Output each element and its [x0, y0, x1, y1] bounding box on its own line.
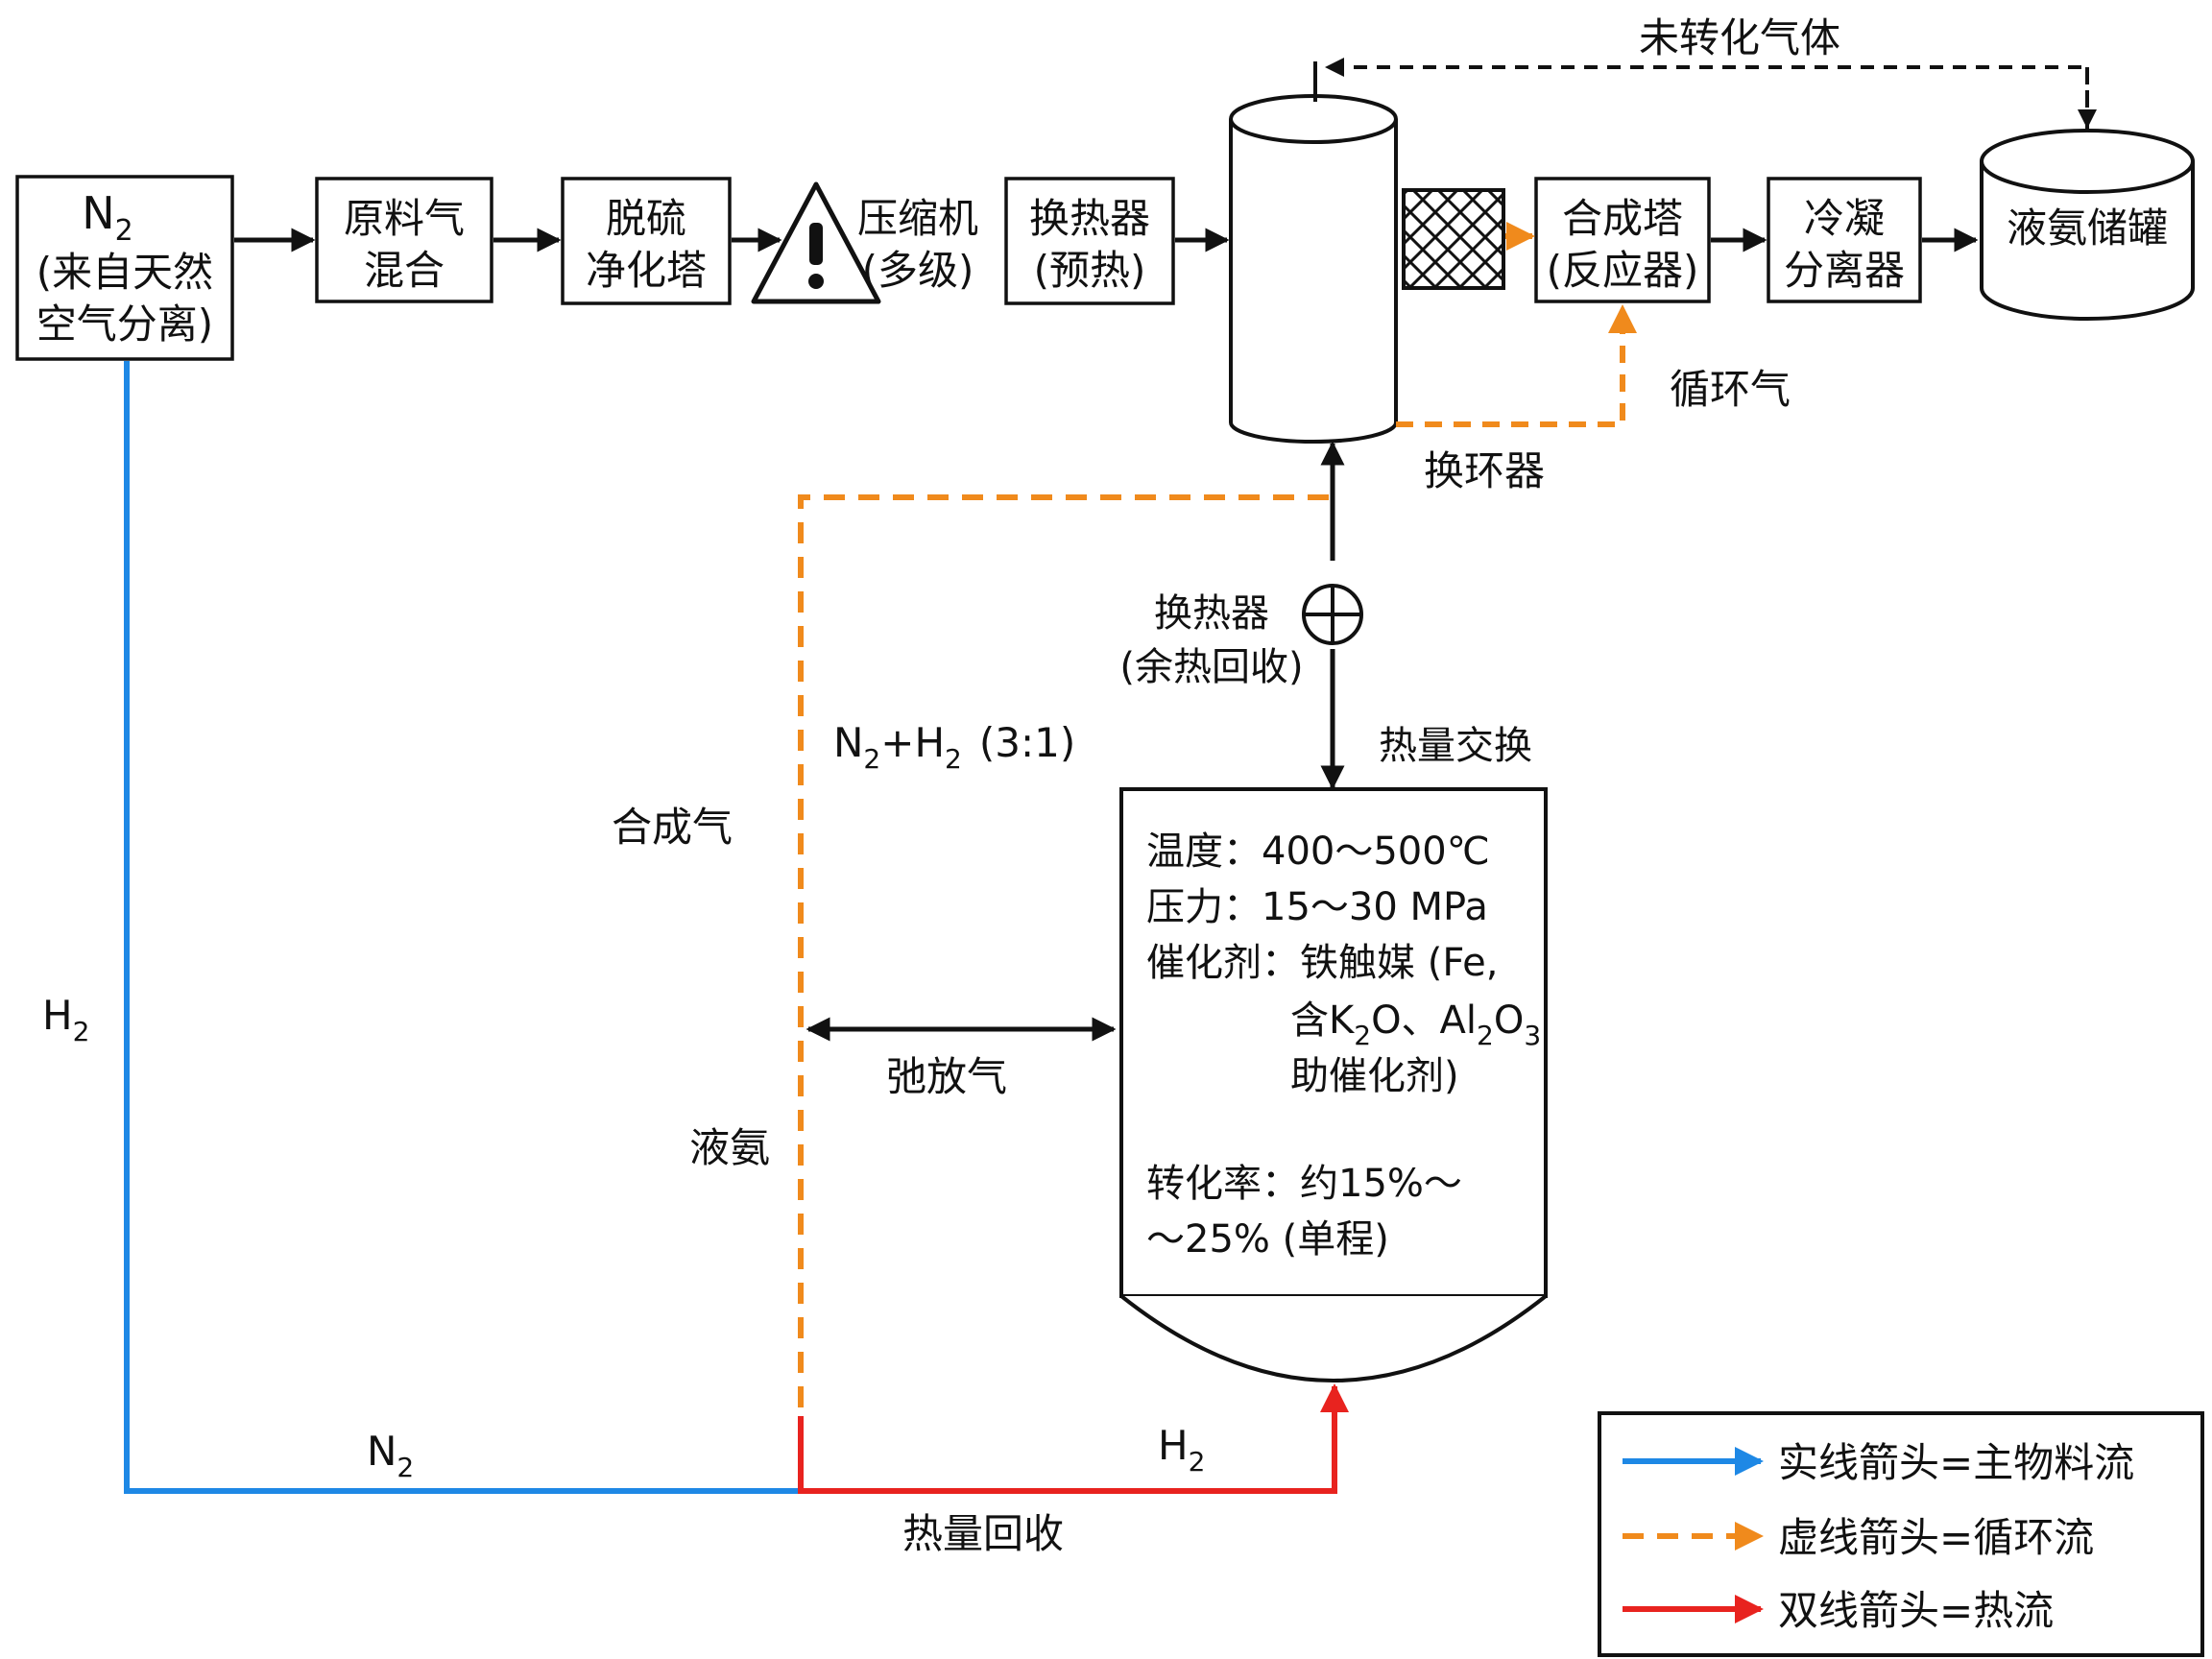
desulfur-tower-box: 脱硫 净化塔: [561, 177, 732, 305]
legend: 实线箭头=主物料流 虚线箭头=循环流 双线箭头=热流: [1598, 1411, 2204, 1657]
legend-item-heat-flow: 双线箭头=热流: [1623, 1587, 2054, 1634]
n2-source-line2: (来自天然: [36, 249, 213, 296]
reactor-temp: 温度：400～500℃: [1146, 830, 1490, 874]
waste-heat-label-2: (余热回收): [1119, 645, 1303, 689]
legend-label-main: 实线箭头=主物料流: [1778, 1439, 2134, 1486]
synthesis-label-2: (反应器): [1547, 247, 1699, 294]
reactor-pressure: 压力：15～30 MPa: [1146, 885, 1488, 929]
heat-flow-line: [798, 1383, 1349, 1494]
huan-huan-qi-label: 换环器: [1424, 447, 1545, 494]
feed-mix-box: 原料气 混合: [315, 177, 493, 303]
syngas-label: 合成气: [612, 804, 733, 851]
column-vessel: [1229, 61, 1398, 444]
reactor-conversion-1: 转化率：约15%～: [1146, 1162, 1462, 1206]
waste-heat-label-1: 换热器: [1154, 591, 1269, 636]
catalyst-bed-icon: [1402, 188, 1505, 290]
preheat-label-1: 换热器: [1029, 195, 1150, 242]
n2-bottom-label: N2: [367, 1428, 414, 1483]
storage-label: 液氨储罐: [2007, 204, 2168, 252]
recycle-gas-line: [1396, 304, 1637, 427]
desulfur-label-1: 脱硫: [606, 195, 686, 242]
compressor-label-2: (多级): [862, 247, 974, 294]
unconverted-gas-loop: [1325, 58, 2089, 131]
reactor-catalyst-2: 含K2O、Al2O3: [1290, 998, 1541, 1051]
reactor-info: 温度：400～500℃ 压力：15～30 MPa 催化剂：铁触媒 (Fe, 含K…: [1146, 830, 1541, 1262]
waste-heat-exchanger-icon: [1302, 584, 1363, 645]
reactor-catalyst-3: 助催化剂): [1290, 1054, 1459, 1098]
recycle-gas-label: 循环气: [1670, 366, 1791, 413]
legend-item-recycle-flow: 虚线箭头=循环流: [1623, 1514, 2094, 1561]
condenser-label-2: 分离器: [1784, 247, 1905, 294]
unconverted-gas-label: 未转化气体: [1639, 14, 1840, 61]
n2-source-box: N2 (来自天然 空气分离): [15, 175, 234, 361]
liquid-ammonia-label: 液氨: [689, 1124, 770, 1171]
main-flow-line: [124, 361, 801, 1494]
preheat-label-2: (预热): [1034, 247, 1146, 294]
synthesis-label-1: 合成塔: [1562, 195, 1683, 242]
heat-recovery-label: 热量回收: [902, 1510, 1064, 1557]
reactor-vessel: [1119, 787, 1548, 1382]
legend-item-main-flow: 实线箭头=主物料流: [1623, 1439, 2134, 1486]
legend-label-heat: 双线箭头=热流: [1778, 1587, 2054, 1634]
preheat-exchanger-box: 换热器 (预热): [1004, 177, 1175, 305]
legend-label-recycle: 虚线箭头=循环流: [1778, 1514, 2094, 1561]
compressor-label-1: 压缩机: [857, 195, 978, 242]
feed-mix-label-2: 混合: [364, 247, 445, 294]
condenser-box: 冷凝 分离器: [1767, 177, 1922, 303]
storage-tank: 液氨储罐: [1980, 129, 2195, 321]
h2-bottom-label: H2: [1158, 1422, 1205, 1478]
condenser-label-1: 冷凝: [1804, 195, 1885, 242]
h2-left-label: H2: [42, 992, 89, 1047]
n2-h2-ratio-label: N2+H2(3:1): [833, 719, 1075, 775]
heat-exchange-label: 热量交换: [1379, 724, 1532, 768]
reactor-catalyst-1: 催化剂：铁触媒 (Fe,: [1146, 941, 1498, 985]
purge-gas-label: 弛放气: [886, 1053, 1007, 1100]
syngas-recycle-line: [798, 494, 1329, 1416]
n2-source-title: N2: [82, 187, 133, 248]
synthesis-tower-box: 合成塔 (反应器): [1534, 177, 1711, 303]
n2-source-line3: 空气分离): [36, 301, 213, 348]
compressor-icon: [751, 181, 881, 304]
feed-mix-label-1: 原料气: [344, 195, 465, 242]
desulfur-label-2: 净化塔: [586, 247, 707, 294]
reactor-conversion-2: ～25% (单程): [1146, 1217, 1389, 1262]
